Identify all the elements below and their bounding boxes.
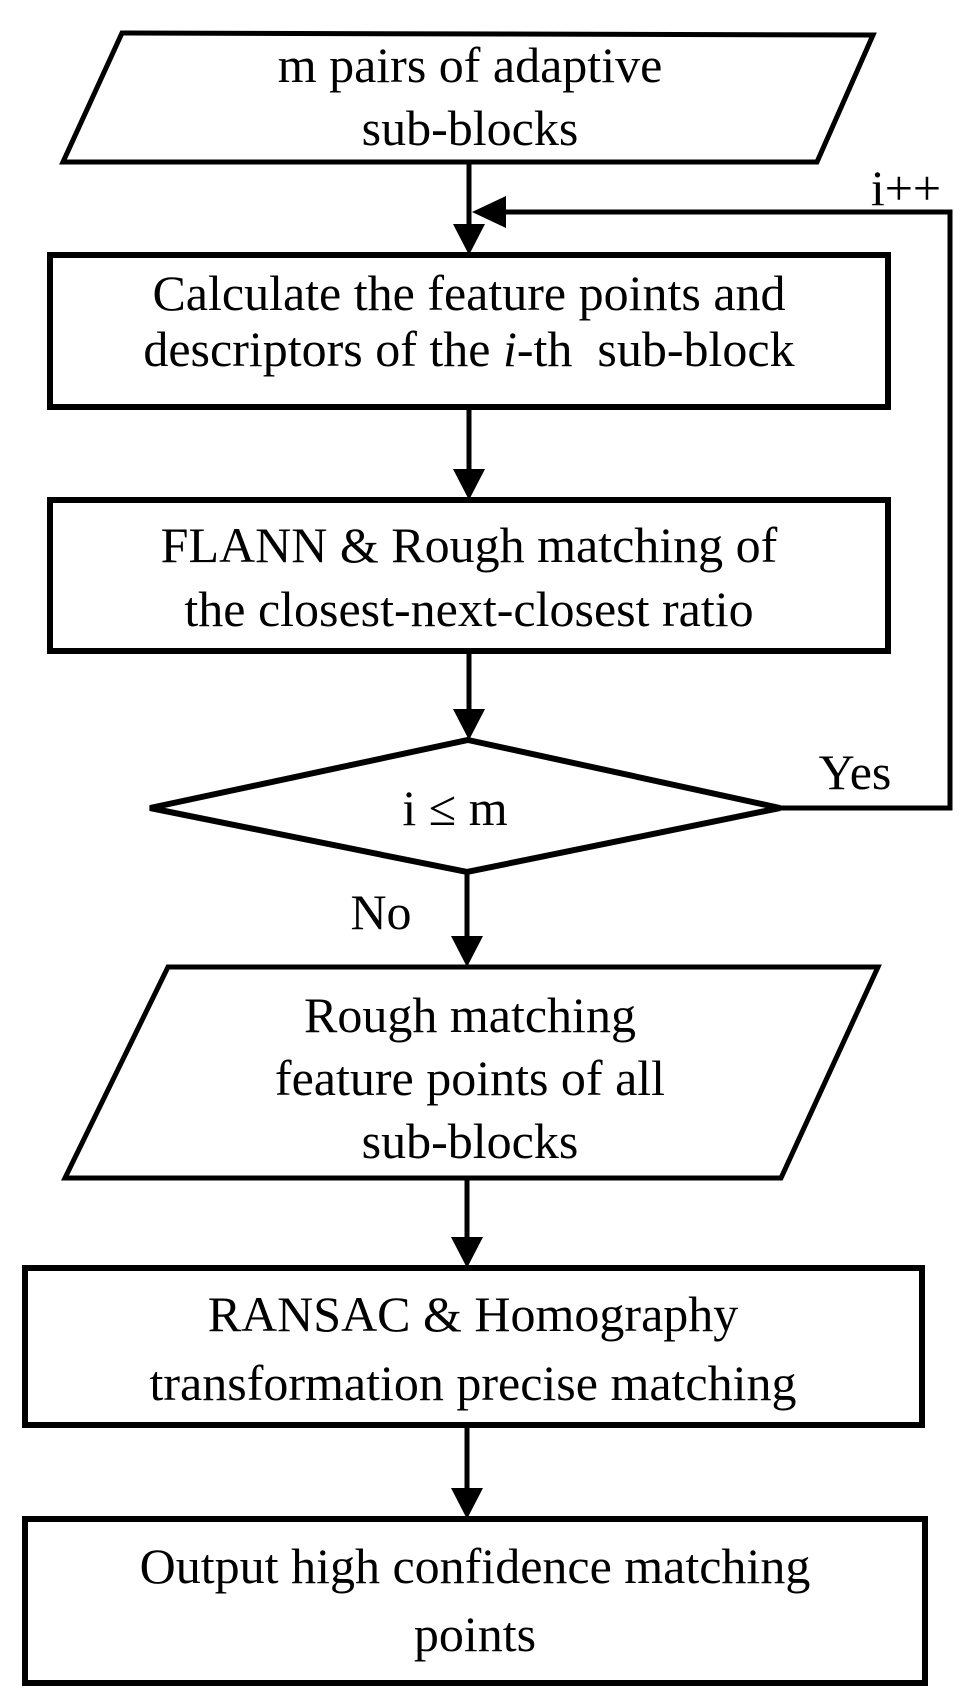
process-rect-shape <box>22 1265 925 1428</box>
node-text-line: i ≤ m <box>402 780 507 836</box>
edge-ransac-to-output <box>451 1425 483 1519</box>
edge-calc-to-flann <box>453 407 485 500</box>
decision-diamond-shape <box>149 736 781 876</box>
arrowhead-down-icon <box>453 224 485 255</box>
node-decision-i-le-m: i ≤ m <box>149 736 781 876</box>
arrowhead-down-icon <box>453 709 485 740</box>
node-text-line: the closest-next-closest ratio <box>184 581 753 637</box>
node-text-line: transformation precise matching <box>150 1355 797 1411</box>
node-input-sub-blocks: m pairs of adaptive sub-blocks <box>59 30 877 165</box>
node-flann-rough-matching: FLANN & Rough matching of the closest-ne… <box>47 497 891 654</box>
node-text-line: descriptors of the i-th sub-block <box>143 321 794 377</box>
node-text-line: points <box>414 1606 536 1662</box>
process-rect-shape <box>22 1516 928 1686</box>
loop-increment-label: i++ <box>871 160 941 216</box>
node-text-line: m pairs of adaptive <box>278 37 663 93</box>
arrowhead-down-icon <box>451 936 483 967</box>
process-rect-shape <box>47 252 891 410</box>
arrowhead-down-icon <box>451 1237 483 1268</box>
arrowhead-down-icon <box>451 1488 483 1519</box>
node-text-line: Calculate the feature points and <box>152 265 785 321</box>
node-ransac-homography: RANSAC & Homography transformation preci… <box>22 1265 925 1428</box>
parallelogram-shape <box>60 964 882 1181</box>
node-text-line: sub-blocks <box>362 1113 579 1169</box>
node-rough-matches-all-sub-blocks: Rough matching feature points of all sub… <box>60 964 882 1181</box>
arrowhead-left-icon <box>472 196 506 228</box>
edge-decision-no-to-collect: No <box>350 872 483 967</box>
edge-line <box>506 209 953 811</box>
node-text-line: RANSAC & Homography <box>208 1286 739 1342</box>
node-output-matching-points: Output high confidence matching points <box>22 1516 928 1686</box>
node-text-line: FLANN & Rough matching of <box>161 517 778 573</box>
node-text-line: feature points of all <box>275 1050 665 1106</box>
node-text-line: Output high confidence matching <box>140 1538 811 1594</box>
arrowhead-down-icon <box>453 469 485 500</box>
node-text-line: Rough matching <box>304 987 636 1043</box>
parallelogram-shape <box>59 30 877 165</box>
edge-flann-to-decision <box>453 651 485 740</box>
yes-branch-label: Yes <box>819 744 892 800</box>
edge-input-to-calc <box>453 162 485 255</box>
edge-loop-yes-feedback: i++ <box>472 160 953 811</box>
node-text-line: sub-blocks <box>362 100 579 156</box>
node-calculate-features: Calculate the feature points and descrip… <box>47 252 891 410</box>
process-rect-shape <box>47 497 891 654</box>
no-branch-label: No <box>350 884 411 940</box>
edge-collect-to-ransac <box>451 1178 483 1268</box>
